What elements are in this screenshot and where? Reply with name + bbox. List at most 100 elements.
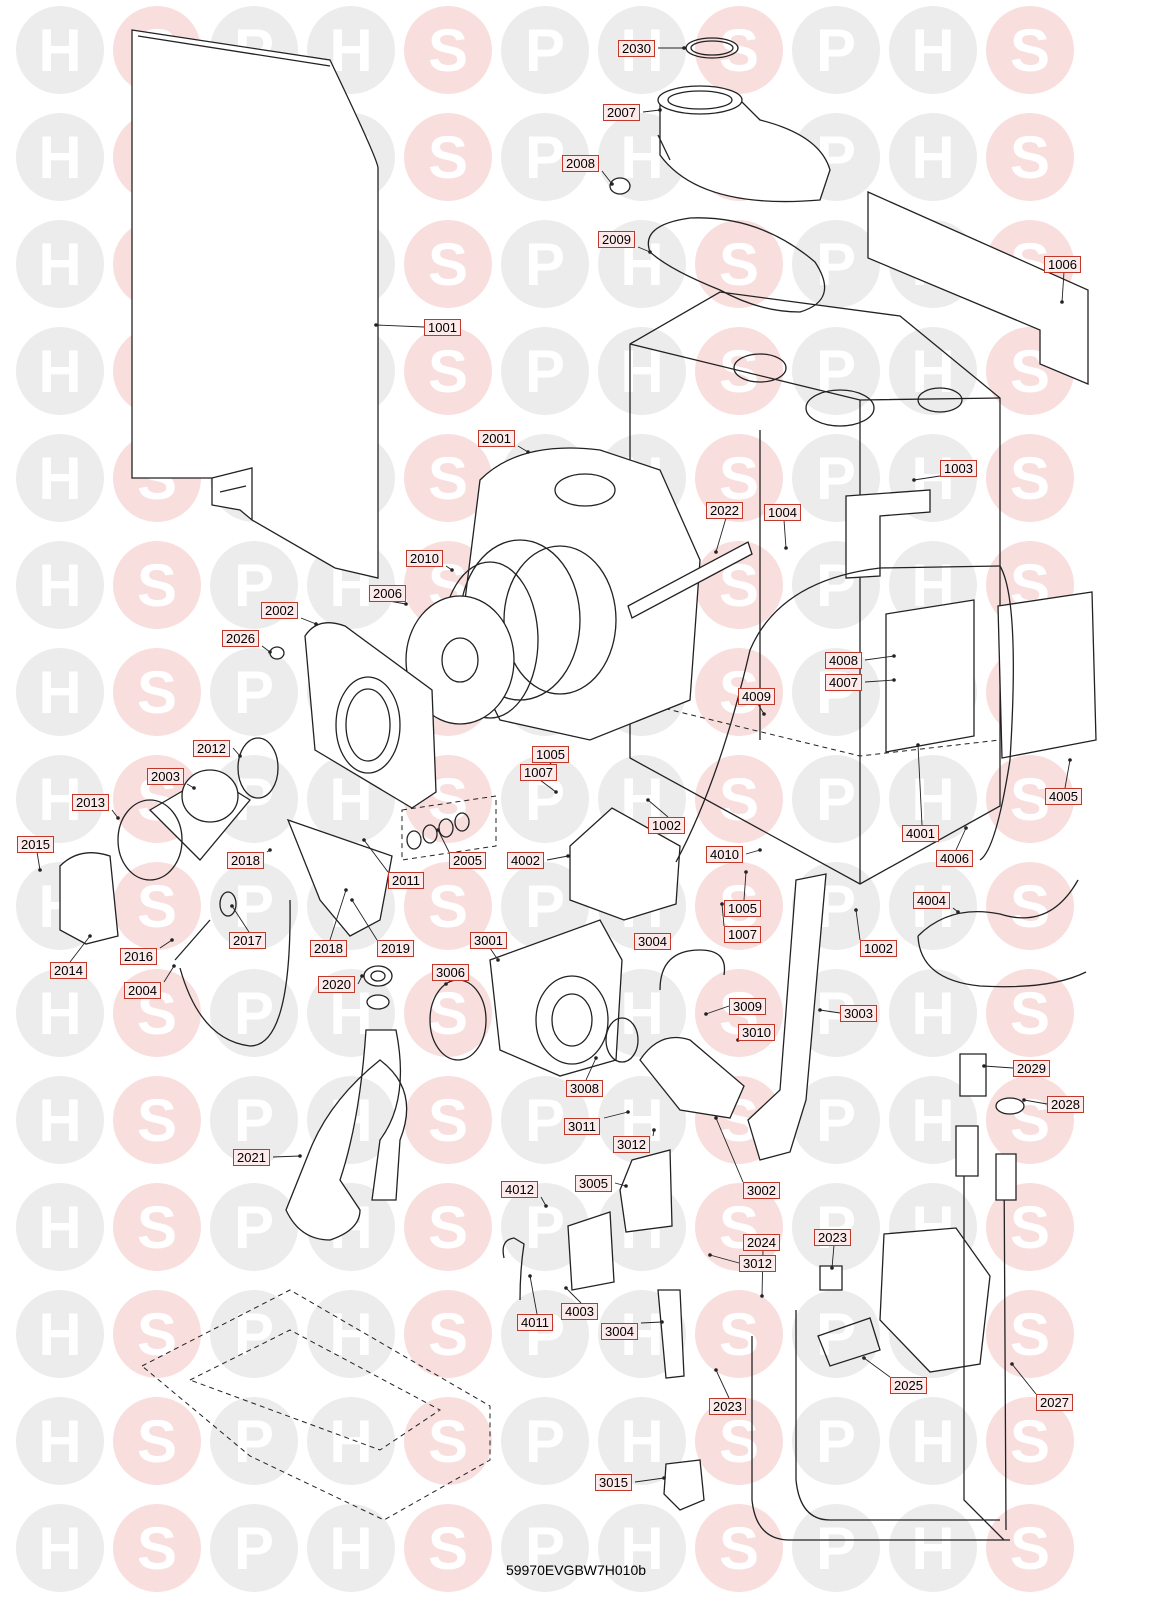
heat-exchanger (459, 447, 701, 741)
watermark-letter: S (986, 6, 1074, 94)
watermark-letter: S (404, 1290, 492, 1378)
electrode (174, 919, 211, 961)
leader-dot (912, 478, 916, 482)
leader-dot (192, 786, 196, 790)
part-label: 3012 (613, 1136, 650, 1153)
leader-dot (662, 1476, 666, 1480)
part-label: 2030 (618, 40, 655, 57)
watermark-letter: H (16, 541, 104, 629)
leader-line (329, 889, 347, 941)
part-label: 2026 (222, 630, 259, 647)
burner-gasket (237, 737, 279, 799)
part-label: 2014 (50, 962, 87, 979)
leader-line (721, 903, 725, 927)
watermark-letter: H (889, 1504, 977, 1592)
part-label: 2025 (890, 1377, 927, 1394)
leader-dot (444, 982, 448, 986)
leader-line (565, 1287, 582, 1304)
leader-dot (1060, 300, 1064, 304)
leader-dot (436, 828, 440, 832)
watermark-letter: S (113, 1397, 201, 1485)
part-label: 4008 (825, 652, 862, 669)
watermark-letter: P (501, 327, 589, 415)
part-label: 4002 (507, 852, 544, 869)
watermark-letter: P (501, 6, 589, 94)
watermark-letter: H (307, 1290, 395, 1378)
watermark-letter: P (792, 1397, 880, 1485)
part-label: 3015 (595, 1474, 632, 1491)
leader-dot (610, 182, 614, 186)
part-label: 3001 (470, 932, 507, 949)
watermark-letter: S (113, 648, 201, 736)
leader-line (163, 965, 175, 983)
part-label: 3008 (566, 1080, 603, 1097)
pressure-sensor (819, 1265, 843, 1291)
leader-dot (172, 964, 176, 968)
leader-dot (652, 1128, 656, 1132)
watermark-letter: H (16, 113, 104, 201)
leader-dot (1022, 1098, 1026, 1102)
venturi-seal (605, 1017, 639, 1063)
leader-dot (626, 1110, 630, 1114)
flue-pipe (747, 873, 827, 1161)
flow-return-pipes (751, 1130, 1010, 1541)
leader-dot (268, 848, 272, 852)
leader-line (913, 475, 941, 481)
part-label: 2029 (1013, 1060, 1050, 1077)
watermark-letter: P (501, 220, 589, 308)
gas-inlet-pipe (657, 1289, 685, 1379)
leader-line (1023, 1099, 1048, 1105)
wiring-harness (917, 879, 1087, 988)
leader-dot (704, 1012, 708, 1016)
leader-line (831, 1244, 835, 1269)
watermark-letter: H (16, 220, 104, 308)
part-label: 1002 (648, 817, 685, 834)
main-pcb (885, 599, 975, 753)
leader-dot (566, 854, 570, 858)
burner-door (304, 622, 437, 809)
leader-dot (964, 826, 968, 830)
watermark-letter: S (404, 6, 492, 94)
part-label: 4012 (501, 1181, 538, 1198)
part-label: 4010 (706, 846, 743, 863)
gas-valve (619, 1149, 673, 1233)
part-label: 4009 (738, 688, 775, 705)
leader-dot (298, 1154, 302, 1158)
part-label: 3002 (743, 1182, 780, 1199)
leader-dot (648, 250, 652, 254)
leader-dot (862, 1356, 866, 1360)
part-label: 3006 (432, 964, 469, 981)
door-insulation (405, 595, 515, 725)
part-label: 2020 (318, 976, 355, 993)
leader-dot (88, 934, 92, 938)
watermark-letter: S (113, 1504, 201, 1592)
watermark-letter: S (404, 862, 492, 950)
watermark-letter: H (16, 6, 104, 94)
watermark-letter: H (598, 1504, 686, 1592)
leader-dot (496, 958, 500, 962)
leader-line (855, 909, 861, 941)
part-label: 2023 (814, 1229, 851, 1246)
leader-line (640, 1321, 663, 1324)
electrode-gasket (219, 891, 237, 917)
part-label: 2008 (562, 155, 599, 172)
watermark-letter: S (404, 969, 492, 1057)
leader-line (300, 617, 317, 625)
watermark-letter: S (404, 1504, 492, 1592)
leader-dot (892, 654, 896, 658)
part-label: 4006 (936, 850, 973, 867)
watermark-letter: P (501, 1504, 589, 1592)
part-label: 1007 (724, 926, 761, 943)
watermark-letter: H (307, 1504, 395, 1592)
part-label: 2018 (227, 852, 264, 869)
leader-line (743, 871, 747, 901)
part-label: 2016 (120, 948, 157, 965)
watermark-letter: H (889, 113, 977, 201)
leader-dot (892, 678, 896, 682)
watermark-letter: H (16, 1076, 104, 1164)
leader-line (363, 839, 389, 873)
watermark-letter: S (695, 1290, 783, 1378)
leader-dot (760, 1294, 764, 1298)
part-label: 2028 (1047, 1096, 1084, 1113)
leader-line (917, 744, 923, 826)
